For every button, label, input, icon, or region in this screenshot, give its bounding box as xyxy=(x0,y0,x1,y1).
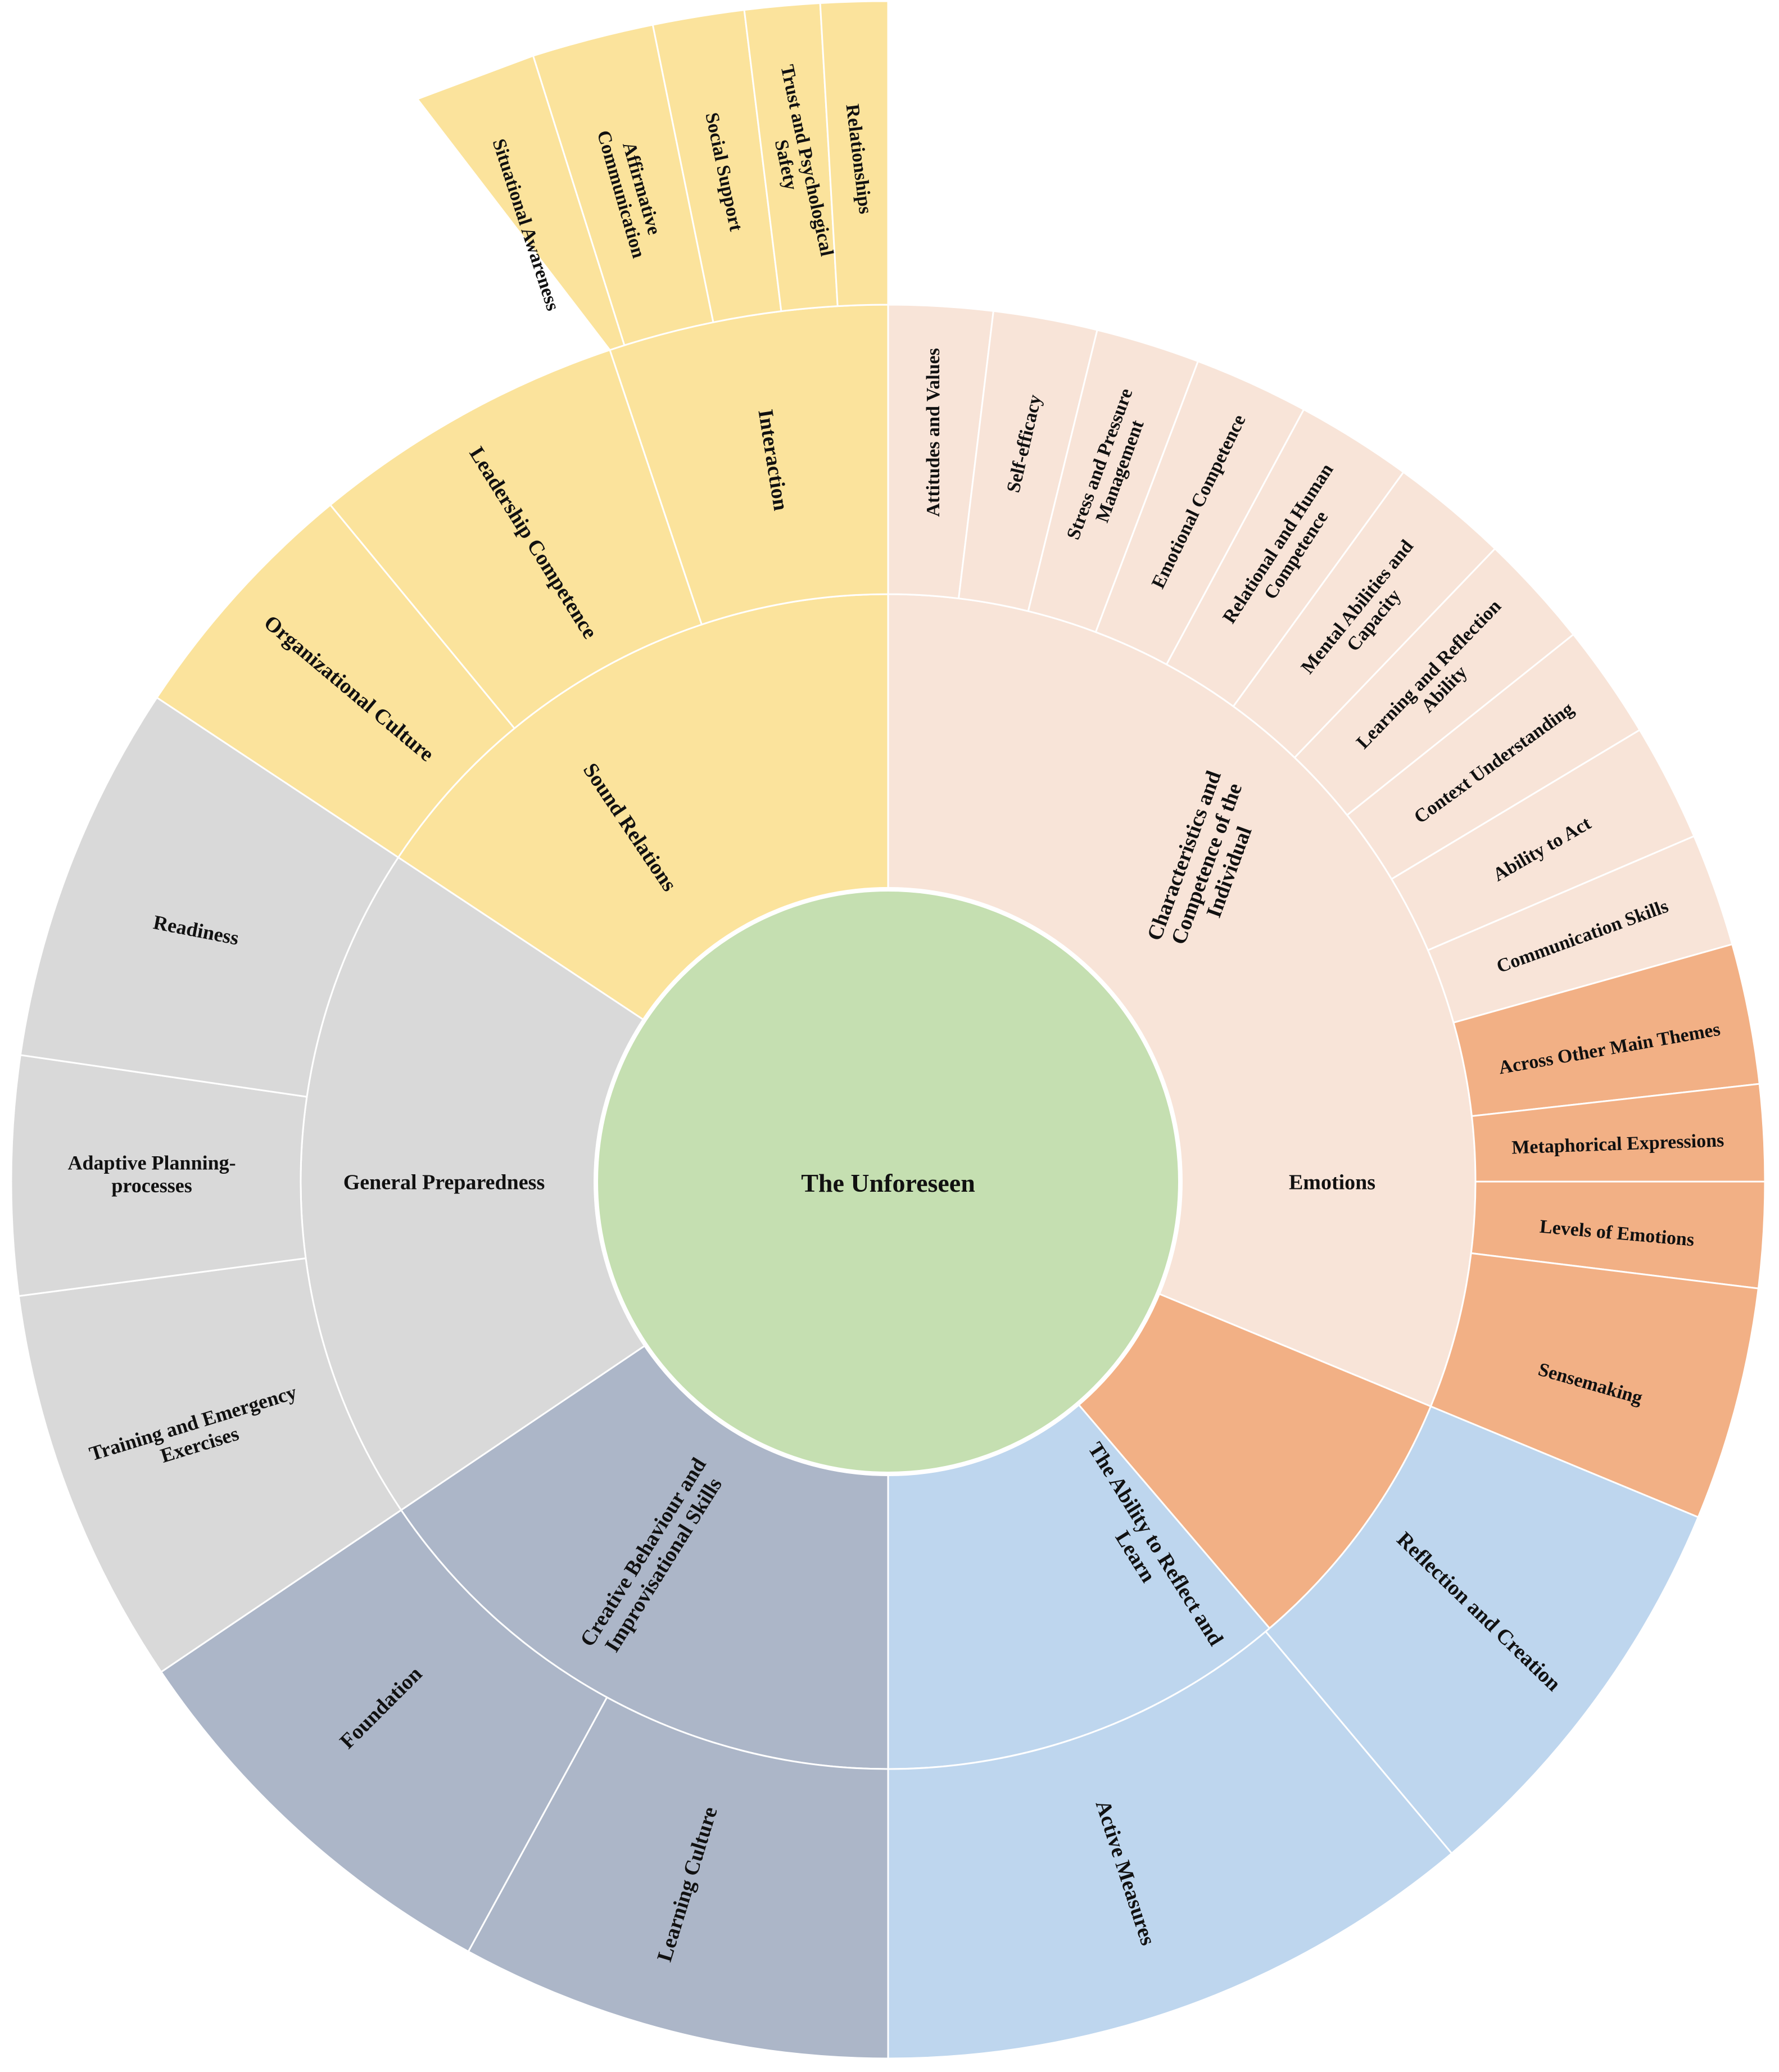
center-circle xyxy=(594,887,1183,1476)
subtheme-label-adaptive-planning-processes-line: processes xyxy=(111,1174,192,1197)
interaction-subtheme-ring xyxy=(416,0,889,351)
theme-label-emotions-line: Emotions xyxy=(1289,1170,1375,1194)
subtheme-ring xyxy=(10,304,1766,2060)
theme-label-emotions: Emotions xyxy=(1289,1170,1375,1194)
subtheme-segment-active-measures xyxy=(887,1630,1453,2060)
theme-label-general-preparedness: General Preparedness xyxy=(343,1170,545,1194)
center-label: The Unforeseen xyxy=(801,1169,975,1197)
subtheme-label-attitudes-and-values: Attitudes and Values xyxy=(923,348,944,517)
interaction-outer-ring xyxy=(416,0,889,351)
interaction-segment-relationships xyxy=(819,0,889,307)
subtheme-label-adaptive-planning-processes: Adaptive Planning-processes xyxy=(68,1152,236,1197)
theme-label-general-preparedness-line: General Preparedness xyxy=(343,1170,545,1194)
subtheme-label-attitudes-and-values-line: Attitudes and Values xyxy=(923,348,944,517)
subtheme-label-adaptive-planning-processes-line: Adaptive Planning- xyxy=(68,1152,236,1174)
